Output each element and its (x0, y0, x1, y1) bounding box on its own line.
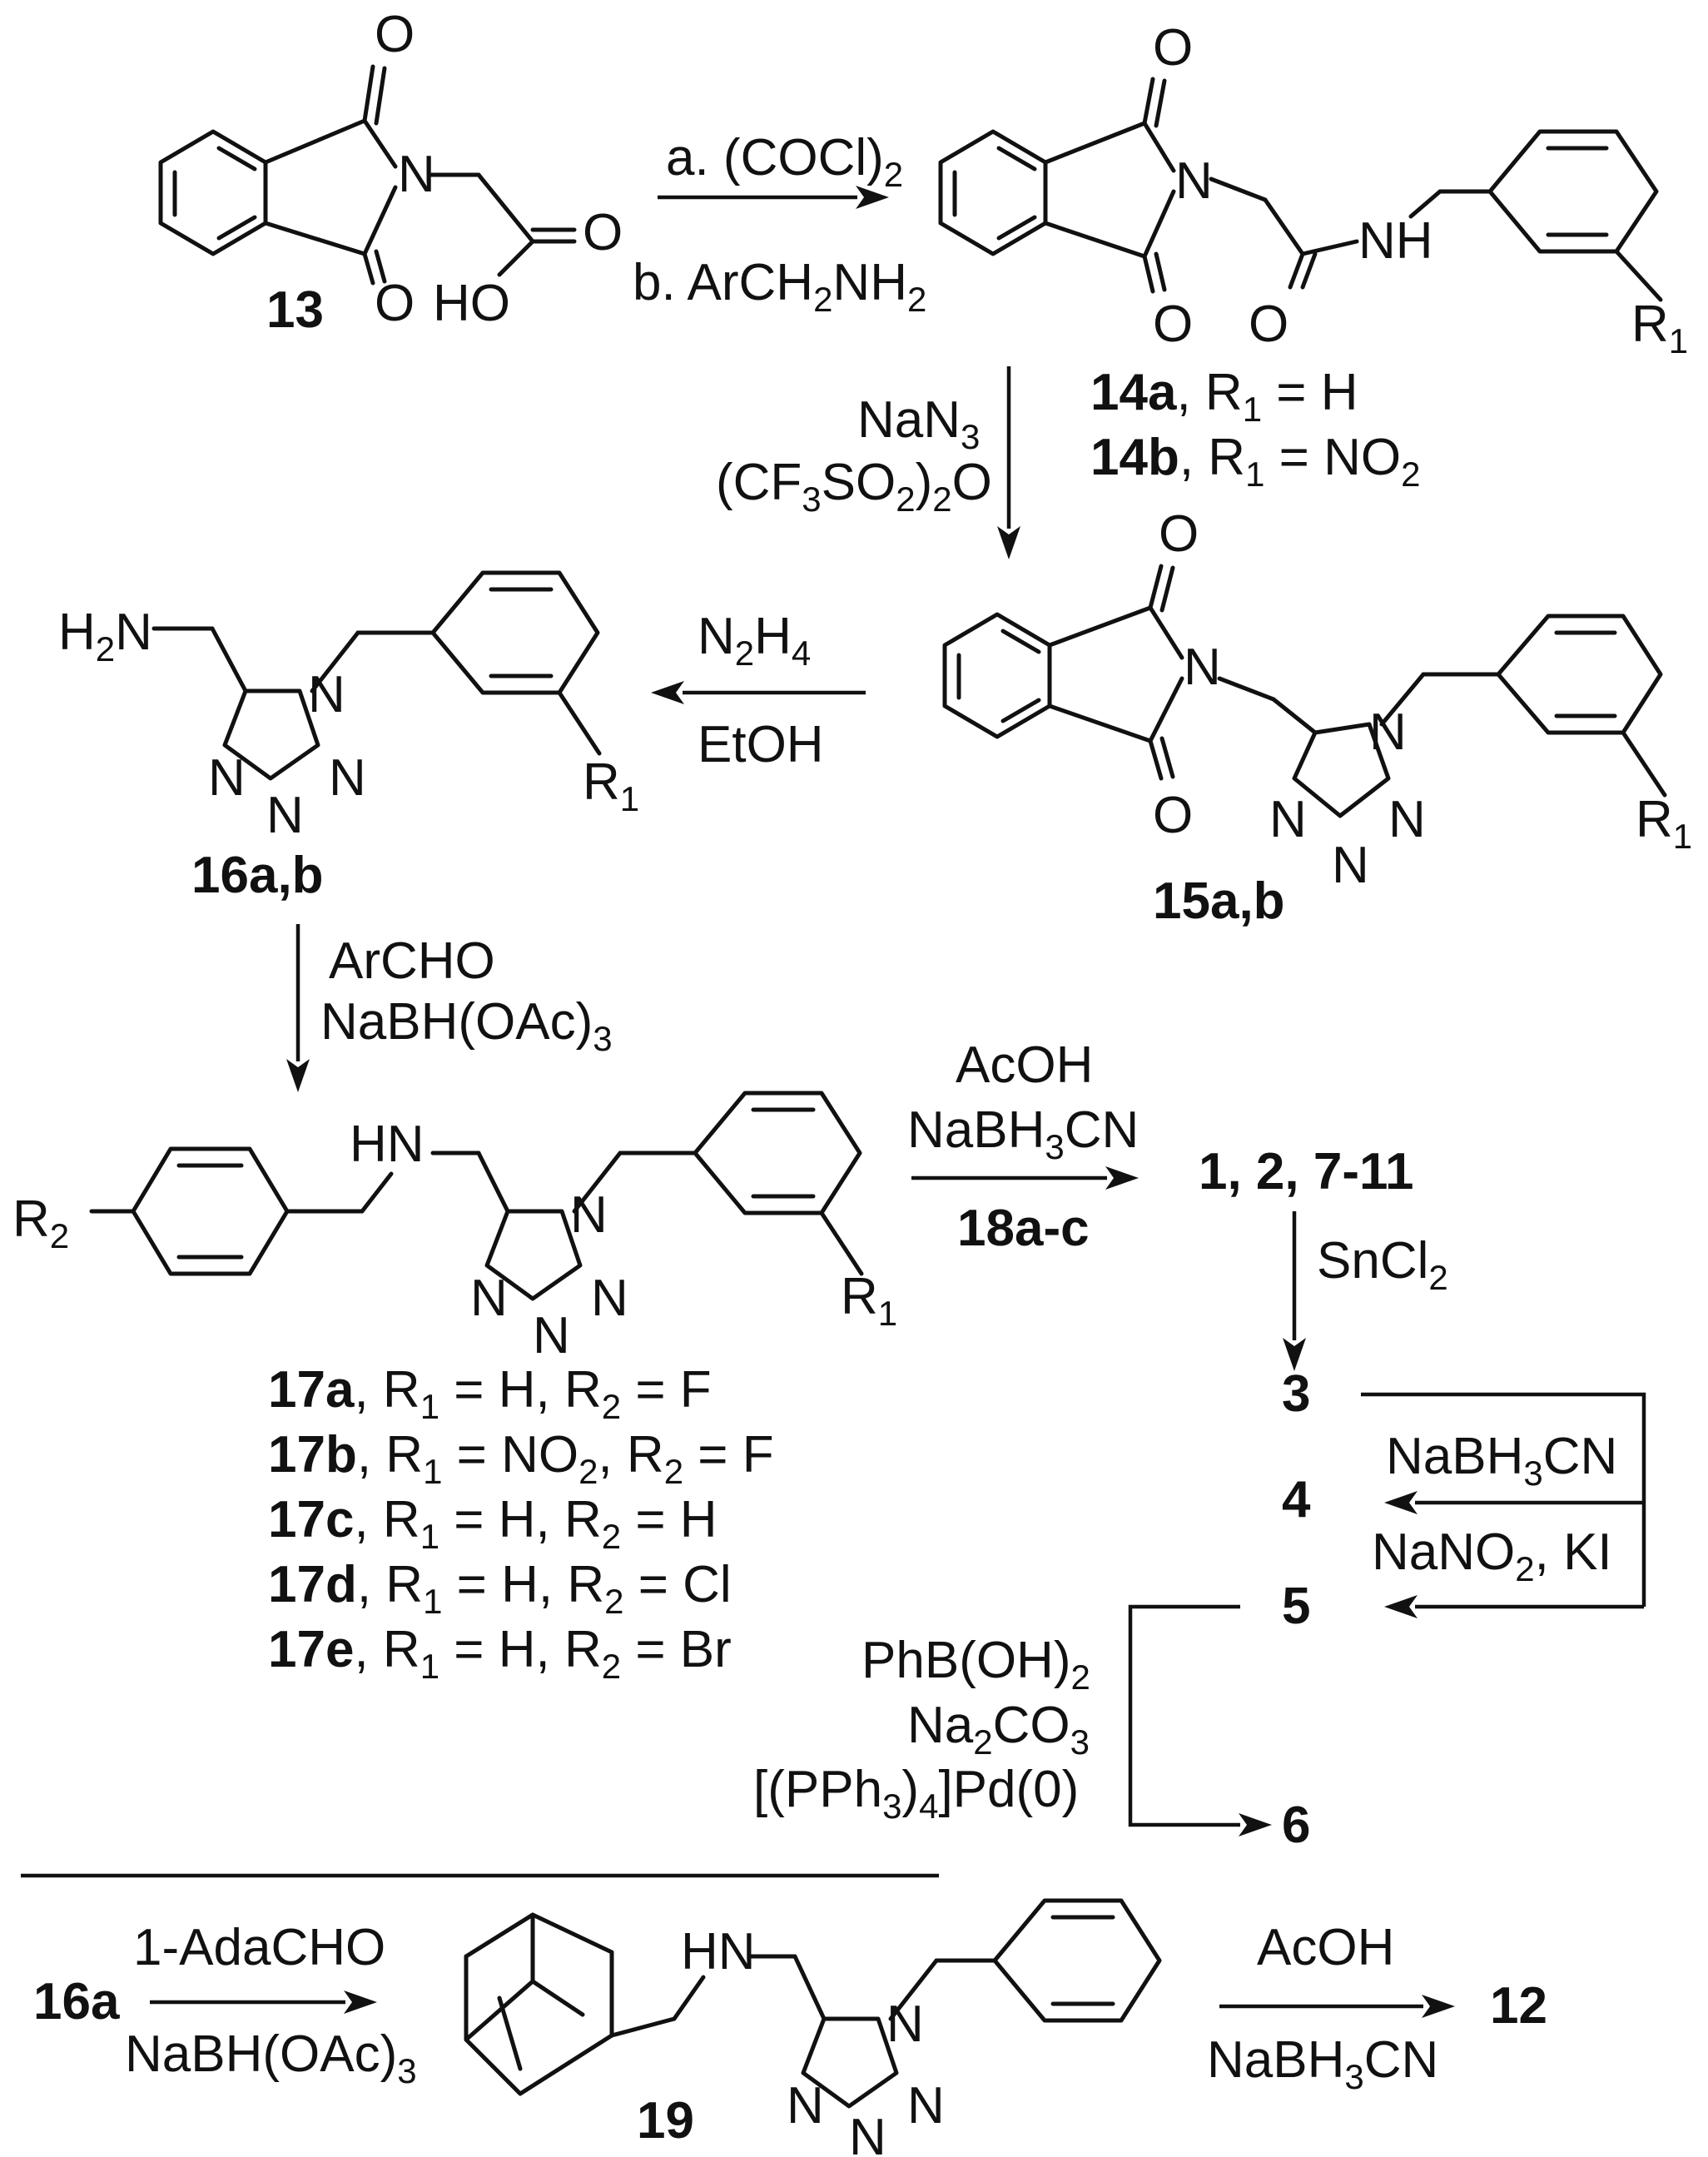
atom-n: N (849, 2109, 886, 2157)
reagent-cyanoborohydride: NaBH3CN (1386, 1428, 1617, 1493)
reagent-acetic-acid: AcOH (956, 1036, 1093, 1094)
reaction-bracket (1128, 1604, 1240, 1827)
compound-label-14b: 14b, R1 = NO2 (1090, 429, 1420, 494)
atom-hn: HN (350, 1116, 425, 1173)
compound-13-structure: O N O O HO 13 (158, 6, 623, 339)
atom-o: O (1159, 505, 1199, 563)
atom-n: N (591, 1270, 628, 1327)
atom-o: O (375, 275, 415, 332)
atom-n: N (398, 146, 435, 203)
list-item: 17c, R1 = H, R2 = H (268, 1491, 717, 1556)
compound-label-products: 1, 2, 7-11 (1199, 1143, 1414, 1200)
compound-17-substituent-list: 17a, R1 = H, R2 = F 17b, R1 = NO2, R2 = … (268, 1361, 774, 1686)
compound-label-15ab: 15a,b (1153, 872, 1285, 930)
compound-label-14a: 14a, R1 = H (1090, 364, 1358, 429)
reagent-cyanoborohydride: NaBH3CN (1207, 2031, 1438, 2096)
reagent-hydrazine: N2H4 (698, 608, 811, 673)
atom-n: N (470, 1270, 508, 1327)
compound-label-16ab: 16a,b (191, 847, 324, 904)
atom-n: N (266, 787, 304, 844)
substituent-r1: R1 (1631, 296, 1688, 360)
compound-label-6: 6 (1282, 1797, 1310, 1854)
list-item: 17a, R1 = H, R2 = F (268, 1361, 712, 1426)
list-item: 17d, R1 = H, R2 = Cl (268, 1556, 732, 1621)
reagent-stab: NaBH(OAc)3 (125, 2025, 417, 2090)
reagent-acetic-acid: AcOH (1257, 1919, 1394, 1976)
atom-o: O (1153, 787, 1193, 844)
reagent-palladium-catalyst: [(PPh3)4]Pd(0) (753, 1761, 1079, 1826)
atom-n: N (1175, 152, 1213, 210)
list-item: 17e, R1 = H, R2 = Br (268, 1621, 732, 1686)
atom-hn: HN (681, 1923, 756, 1981)
atom-h2n: H2N (58, 604, 152, 668)
substituent-r2: R2 (12, 1190, 69, 1255)
substituent-r1: R1 (1636, 791, 1692, 856)
atom-nh: NH (1358, 212, 1433, 270)
atom-n: N (787, 2077, 824, 2135)
atom-n: N (1369, 703, 1407, 761)
compound-label-19: 19 (637, 2092, 694, 2150)
atom-n: N (907, 2077, 945, 2135)
reagent-aldehydes-18ac: 18a-c (957, 1200, 1090, 1257)
compound-14-structure: O N O O NH R1 14a, R1 = H 14b, R1 = NO2 (938, 19, 1688, 494)
reagent-cyanoborohydride: NaBH3CN (907, 1101, 1139, 1166)
atom-n: N (533, 1307, 570, 1364)
compound-label-3: 3 (1282, 1365, 1310, 1423)
reagent-arylmethylamine: b. ArCH2NH2 (633, 254, 926, 319)
reagent-stab: NaBH(OAc)3 (320, 993, 613, 1058)
reagent-tin-chloride: SnCl2 (1317, 1232, 1448, 1297)
reagent-sodium-azide: NaN3 (857, 391, 980, 456)
compound-17-structure: R2 HN N N N N R1 (12, 1091, 897, 1364)
list-item: 17b, R1 = NO2, R2 = F (268, 1426, 774, 1491)
reagent-arylaldehyde: ArCHO (329, 932, 495, 990)
atom-n: N (329, 749, 366, 807)
atom-n: N (1332, 837, 1369, 894)
atom-n: N (208, 749, 246, 807)
atom-o: O (1153, 296, 1193, 353)
atom-n: N (1388, 791, 1426, 848)
compound-15-structure: O N O N N N N R1 15a,b (942, 505, 1692, 930)
reagent-ethanol: EtOH (698, 716, 824, 773)
compound-label-5: 5 (1282, 1578, 1310, 1635)
atom-n: N (886, 1995, 924, 2053)
compound-label-12: 12 (1490, 1977, 1547, 2035)
atom-o: O (1249, 296, 1288, 353)
atom-o: O (1153, 19, 1193, 77)
atom-n: N (570, 1186, 608, 1244)
substituent-r1: R1 (841, 1268, 897, 1333)
atom-o: O (583, 204, 623, 261)
reagent-adamantane-carbaldehyde: 1-AdaCHO (133, 1919, 385, 1976)
atom-ho: HO (433, 275, 510, 332)
atom-n: N (1184, 639, 1221, 696)
reagent-oxalyl-chloride: a. (COCl)2 (666, 129, 903, 194)
compound-label-16a: 16a (33, 1973, 120, 2030)
compound-label-4: 4 (1282, 1471, 1311, 1528)
reagent-phenylboronic-acid: PhB(OH)2 (861, 1632, 1090, 1697)
reaction-bracket (1361, 1392, 1646, 1607)
compound-label-13: 13 (266, 281, 324, 339)
reagent-triflic-anhydride: (CF3SO2)2O (716, 454, 992, 519)
atom-o: O (375, 6, 415, 63)
atom-n: N (308, 666, 345, 723)
reagent-sodium-carbonate: Na2CO3 (907, 1697, 1090, 1762)
compound-19-structure: HN N N N N 19 (464, 1898, 1162, 2157)
atom-n: N (1269, 791, 1307, 848)
substituent-r1: R1 (583, 753, 639, 818)
compound-16-structure: H2N N N N N R1 16a,b (58, 570, 639, 904)
reagent-sandmeyer: NaNO2, KI (1372, 1523, 1612, 1588)
